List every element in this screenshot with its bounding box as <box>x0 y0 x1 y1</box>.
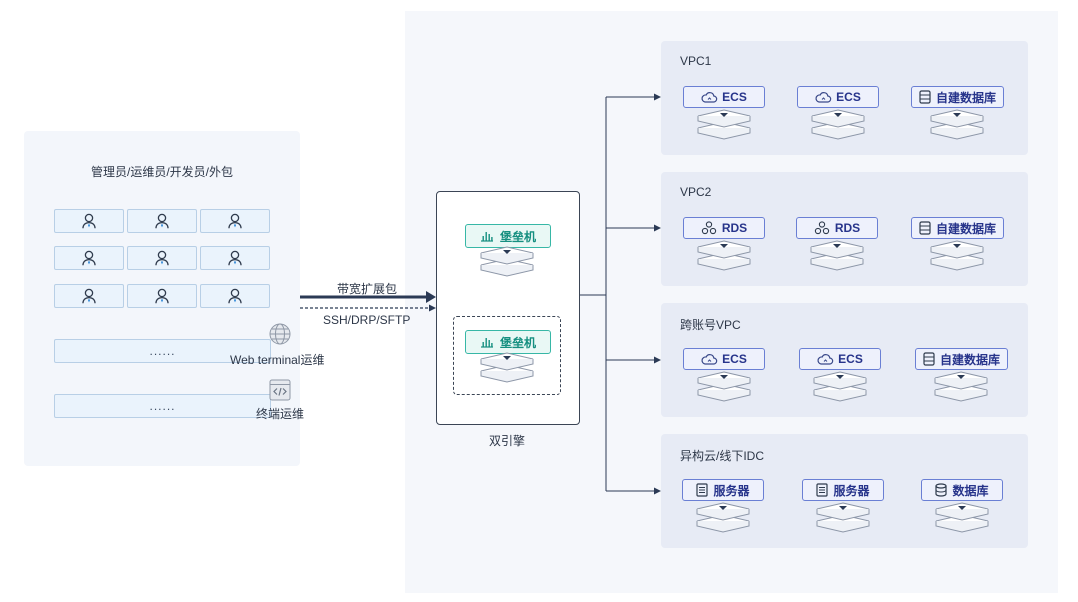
user-icon <box>82 288 96 304</box>
resource-ecs: ECS <box>683 86 765 108</box>
resource-rds: RDS <box>683 217 765 239</box>
user-icon <box>228 213 242 229</box>
resource-stack-icon <box>930 109 984 140</box>
globe-icon <box>269 323 291 345</box>
resource-server: 服务器 <box>802 479 884 501</box>
user-icon <box>82 250 96 266</box>
resource-label: ECS <box>722 90 747 104</box>
user-icon <box>228 250 242 266</box>
protocol-label: SSH/DRP/SFTP <box>323 313 411 327</box>
rds-icon <box>701 221 716 235</box>
terminal-label: 终端运维 <box>256 407 305 421</box>
resource-label: ECS <box>838 352 863 366</box>
resource-label: ECS <box>836 90 861 104</box>
resource-rds: RDS <box>796 217 878 239</box>
bastion-host-label: 堡垒机 <box>499 335 536 350</box>
resource-stack-icon <box>930 240 984 271</box>
resource-ecs: ECS <box>799 348 881 370</box>
bandwidth-label: 带宽扩展包 <box>337 282 398 296</box>
user-card <box>200 246 270 270</box>
branch-vpc1-head <box>654 93 661 101</box>
resource-label: 自建数据库 <box>939 352 1000 367</box>
db-stack-icon <box>935 483 948 497</box>
database-icon <box>923 352 935 366</box>
user-card <box>54 246 124 270</box>
resource-stack-icon <box>697 371 751 402</box>
bandwidth-arrow-head <box>426 291 436 303</box>
resource-stack-icon <box>934 371 988 402</box>
user-card <box>127 246 197 270</box>
resource-label: 自建数据库 <box>935 90 996 105</box>
database-icon <box>919 221 931 235</box>
cloud-icon <box>701 92 718 103</box>
user-icon <box>82 213 96 229</box>
user-icon <box>155 213 169 229</box>
user-card <box>200 284 270 308</box>
code-icon <box>269 379 291 401</box>
group-title: VPC1 <box>680 54 712 68</box>
users-panel-title: 管理员/运维员/开发员/外包 <box>90 165 233 179</box>
bastion-stack-icon <box>480 352 534 383</box>
user-card <box>54 209 124 233</box>
resource-stack-icon <box>810 240 864 271</box>
dual-engine-label: 双引擎 <box>488 434 525 448</box>
user-card <box>54 284 124 308</box>
more-users-placeholder: ...... <box>54 339 271 363</box>
cloud-icon <box>701 354 718 365</box>
group-title: VPC2 <box>680 185 712 199</box>
resource-label: RDS <box>721 221 748 235</box>
resource-stack-icon <box>697 109 751 140</box>
database-icon <box>919 90 931 104</box>
resource-stack-icon <box>697 240 751 271</box>
resource-label: ECS <box>722 352 747 366</box>
standby-engine-frame <box>453 316 561 395</box>
resource-self-built-db: 自建数据库 <box>911 86 1004 108</box>
resource-stack-icon <box>816 502 870 533</box>
user-card <box>200 209 270 233</box>
bar-chart-icon <box>480 338 493 348</box>
user-icon <box>228 288 242 304</box>
bastion-host-label: 堡垒机 <box>499 229 536 244</box>
resource-label: 服务器 <box>713 483 750 498</box>
bar-chart-icon <box>480 232 493 242</box>
resource-ecs: ECS <box>683 348 765 370</box>
branch-cross-account-head <box>654 356 661 364</box>
resource-stack-icon <box>935 502 989 533</box>
bastion-stack-icon <box>480 246 534 277</box>
rds-icon <box>814 221 829 235</box>
resource-label: 数据库 <box>952 483 989 498</box>
resource-label: 自建数据库 <box>935 221 996 236</box>
bastion-host-standby: 堡垒机 <box>465 330 551 354</box>
protocol-arrow-head <box>429 304 436 312</box>
cloud-icon <box>817 354 834 365</box>
group-title: 跨账号VPC <box>680 318 741 332</box>
group-title: 异构云/线下IDC <box>680 449 765 463</box>
resource-ecs: ECS <box>797 86 879 108</box>
user-icon <box>155 250 169 266</box>
user-card <box>127 209 197 233</box>
branch-idc-head <box>654 487 661 495</box>
more-users-placeholder: ...... <box>54 394 271 418</box>
web-terminal-label: Web terminal运维 <box>230 353 325 367</box>
resource-stack-icon <box>696 502 750 533</box>
resource-self-built-db: 自建数据库 <box>915 348 1008 370</box>
server-icon <box>696 483 709 497</box>
resource-label: RDS <box>834 221 861 235</box>
user-card <box>127 284 197 308</box>
resource-stack-icon <box>811 109 865 140</box>
resource-server: 服务器 <box>682 479 764 501</box>
branch-vpc2-head <box>654 224 661 232</box>
resource-database: 数据库 <box>921 479 1003 501</box>
resource-stack-icon <box>813 371 867 402</box>
server-icon <box>816 483 829 497</box>
resource-label: 服务器 <box>833 483 870 498</box>
resource-self-built-db: 自建数据库 <box>911 217 1004 239</box>
cloud-icon <box>815 92 832 103</box>
user-icon <box>155 288 169 304</box>
